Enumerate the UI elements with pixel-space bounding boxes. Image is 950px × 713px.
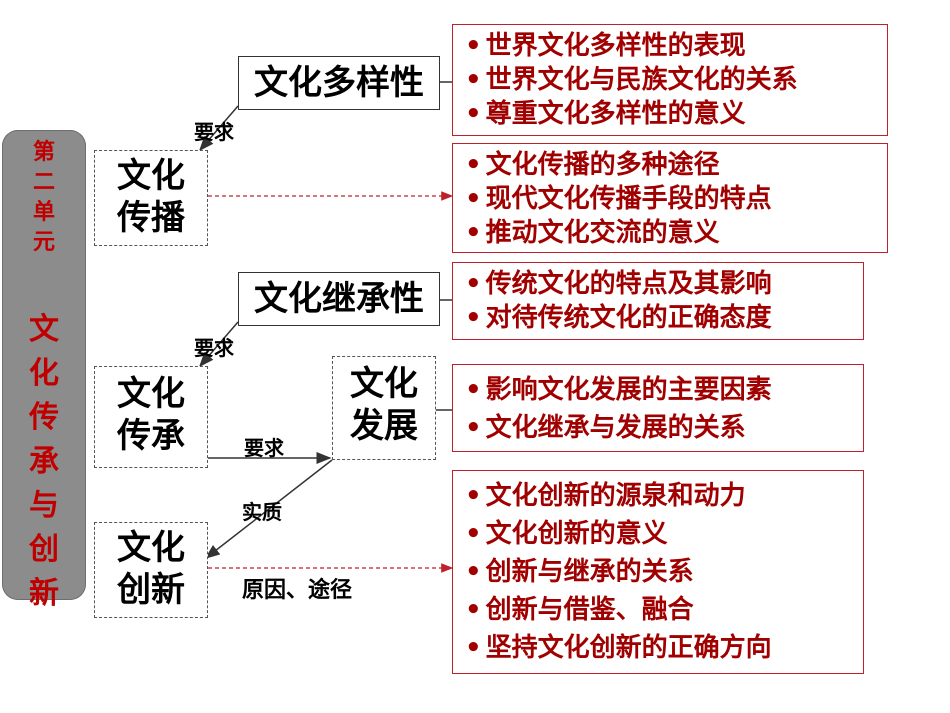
bullet-icon: •: [465, 31, 482, 61]
title-char: 文: [29, 312, 59, 347]
node-label-line: 发展: [350, 406, 418, 446]
topic-item: •文化创新的意义: [465, 519, 668, 549]
edge-label-essence: 实质: [242, 500, 282, 524]
topic-item: •文化继承与发展的关系: [465, 413, 746, 443]
topic-box-inheritance: •传统文化的特点及其影响 •对待传统文化的正确态度: [452, 262, 864, 340]
bullet-icon: •: [465, 413, 482, 443]
topic-item: •创新与继承的关系: [465, 557, 694, 587]
node-cultural-development: 文化 发展: [332, 356, 436, 460]
topic-item: •世界文化与民族文化的关系: [465, 65, 798, 95]
node-label: 文化多样性: [254, 63, 424, 103]
node-label-line: 传播: [117, 198, 185, 238]
topic-item: •坚持文化创新的正确方向: [465, 633, 772, 663]
bullet-icon: •: [465, 99, 482, 129]
bullet-icon: •: [465, 633, 482, 663]
title-char: 创: [29, 532, 59, 567]
topic-item: •世界文化多样性的表现: [465, 31, 746, 61]
topic-item: •影响文化发展的主要因素: [465, 375, 772, 405]
node-cultural-spread: 文化 传播: [94, 150, 208, 246]
arrow-develop-innovate: [204, 459, 333, 559]
bullet-icon: •: [465, 557, 482, 587]
node-cultural-innovation: 文化 创新: [94, 522, 208, 618]
unit-char: 元: [32, 230, 55, 255]
node-cultural-diversity: 文化多样性: [238, 56, 440, 110]
unit-side-panel: 第 二 单 元 文 化 传 承 与 创 新: [2, 130, 86, 611]
node-cultural-inheritance: 文化 传承: [94, 366, 208, 468]
title-char: 新: [29, 576, 59, 611]
topic-item: •推动文化交流的意义: [465, 218, 720, 248]
topic-item: •文化创新的源泉和动力: [465, 481, 746, 511]
unit-title: 文 化 传 承 与 创 新: [2, 308, 86, 616]
title-char: 承: [29, 444, 59, 479]
unit-char: 二: [32, 170, 55, 195]
edge-label-require: 要求: [194, 336, 234, 360]
topic-box-innovation: •文化创新的源泉和动力 •文化创新的意义 •创新与继承的关系 •创新与借鉴、融合…: [452, 470, 864, 674]
bullet-icon: •: [465, 218, 482, 248]
topic-box-development: •影响文化发展的主要因素 •文化继承与发展的关系: [452, 364, 864, 452]
topic-box-spread: •文化传播的多种途径 •现代文化传播手段的特点 •推动文化交流的意义: [452, 143, 888, 253]
node-label-line: 文化: [117, 374, 185, 414]
node-label: 文化继承性: [254, 279, 424, 319]
arrow-diversity-spread: [199, 105, 239, 152]
edge-label-require: 要求: [244, 436, 284, 460]
node-label-line: 传承: [117, 416, 185, 456]
node-label-line: 创新: [117, 570, 185, 610]
topic-box-diversity: •世界文化多样性的表现 •世界文化与民族文化的关系 •尊重文化多样性的意义: [452, 24, 888, 136]
topic-item: •现代文化传播手段的特点: [465, 184, 772, 214]
topic-item: •文化传播的多种途径: [465, 150, 720, 180]
title-char: 与: [29, 488, 59, 523]
unit-char: 单: [32, 200, 55, 225]
topic-item: •创新与借鉴、融合: [465, 595, 694, 625]
bullet-icon: •: [465, 65, 482, 95]
bullet-icon: •: [465, 269, 482, 299]
bullet-icon: •: [465, 595, 482, 625]
topic-item: •尊重文化多样性的意义: [465, 99, 746, 129]
topic-item: •传统文化的特点及其影响: [465, 269, 772, 299]
node-label-line: 文化: [117, 156, 185, 196]
title-char: 化: [29, 356, 59, 391]
bullet-icon: •: [465, 375, 482, 405]
bullet-icon: •: [465, 184, 482, 214]
unit-char: 第: [32, 140, 55, 165]
bullet-icon: •: [465, 481, 482, 511]
arrow-trait-inherit: [199, 321, 239, 368]
node-label-line: 文化: [350, 364, 418, 404]
node-cultural-inheritance-trait: 文化继承性: [238, 272, 440, 326]
bullet-icon: •: [465, 303, 482, 333]
bullet-icon: •: [465, 519, 482, 549]
title-char: 传: [29, 400, 59, 435]
edge-label-cause-path: 原因、途径: [242, 578, 353, 603]
topic-item: •对待传统文化的正确态度: [465, 303, 772, 333]
node-label-line: 文化: [117, 528, 185, 568]
edge-label-require: 要求: [194, 120, 234, 144]
unit-label: 第 二 单 元: [2, 138, 86, 258]
bullet-icon: •: [465, 150, 482, 180]
